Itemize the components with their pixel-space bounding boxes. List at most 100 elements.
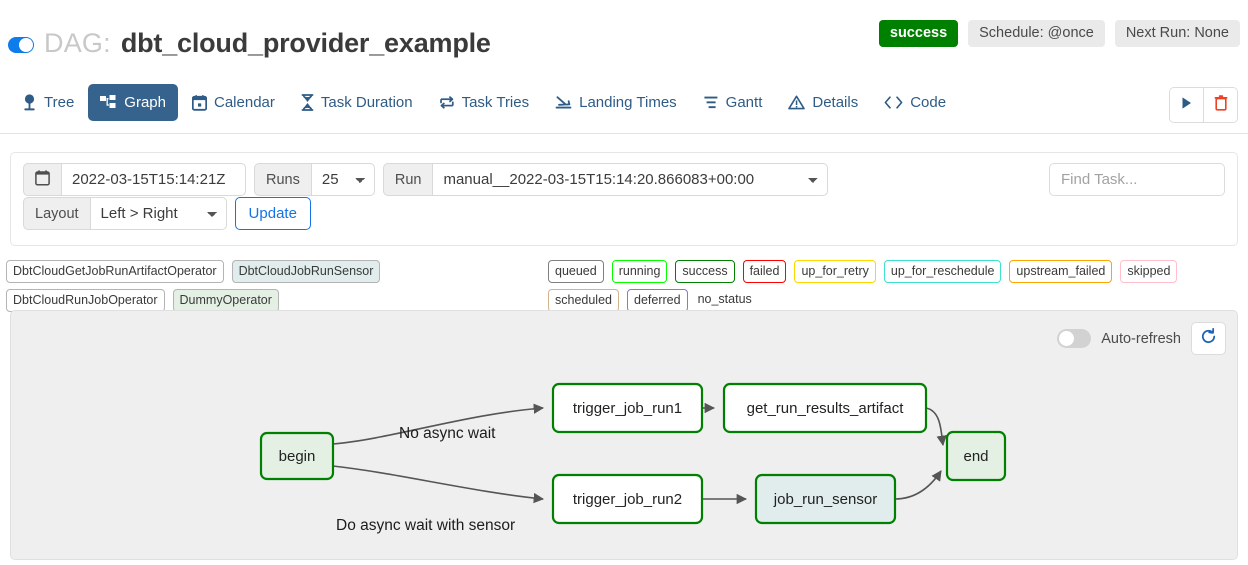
state-chip-scheduled[interactable]: scheduled xyxy=(548,289,619,312)
tab-calendar-label: Calendar xyxy=(214,94,275,111)
tab-task-tries-label: Task Tries xyxy=(461,94,530,111)
tab-tree[interactable]: Tree xyxy=(10,84,86,121)
state-chip-deferred[interactable]: deferred xyxy=(627,289,688,312)
state-chip-running[interactable]: running xyxy=(611,260,668,283)
tab-gantt-label: Gantt xyxy=(725,94,763,111)
tab-details[interactable]: Details xyxy=(776,84,870,121)
state-chip-queued[interactable]: queued xyxy=(548,260,604,283)
tab-graph[interactable]: Graph xyxy=(88,84,178,121)
layout-group: Layout Left > Right xyxy=(23,197,227,230)
page-header: DAG: dbt_cloud_provider_example success … xyxy=(0,0,1248,72)
auto-refresh-toggle[interactable] xyxy=(1057,329,1092,348)
dag-name: dbt_cloud_provider_example xyxy=(120,28,491,58)
graph-edge xyxy=(925,407,947,447)
state-chip-up-for-retry[interactable]: up_for_retry xyxy=(794,260,876,283)
state-chip-upstream-failed[interactable]: upstream_failed xyxy=(1009,260,1113,283)
schedule-badge[interactable]: Schedule: @once xyxy=(968,20,1105,47)
state-chip-up-for-reschedule[interactable]: up_for_reschedule xyxy=(883,260,1002,283)
tab-task-tries[interactable]: Task Tries xyxy=(427,84,542,121)
delete-dag-button[interactable] xyxy=(1203,88,1237,122)
trigger-dag-button[interactable] xyxy=(1170,88,1203,122)
view-tabs: Tree Graph Calendar Task Duration xyxy=(10,84,958,121)
run-label: Run xyxy=(382,163,433,196)
node-box[interactable] xyxy=(754,473,897,525)
node-box[interactable] xyxy=(551,382,704,434)
page-title: DAG: dbt_cloud_provider_example xyxy=(8,26,491,60)
tab-landing-times-label: Landing Times xyxy=(579,94,677,111)
tree-icon xyxy=(22,94,37,111)
filter-row-secondary: Layout Left > Right Update xyxy=(23,197,311,230)
run-group: Run manual__2022-03-15T15:14:20.866083+0… xyxy=(382,163,829,196)
landing-icon xyxy=(555,95,572,110)
state-chip-no-status[interactable]: no_status xyxy=(697,292,752,306)
graph-node-job-run-sensor[interactable]: job_run_sensor xyxy=(754,473,897,525)
tab-calendar[interactable]: Calendar xyxy=(180,84,287,121)
graph-node-begin[interactable]: begin xyxy=(259,431,335,481)
operator-chip[interactable]: DummyOperator xyxy=(172,289,279,312)
runs-select[interactable]: 25 xyxy=(310,163,375,196)
gantt-icon xyxy=(703,95,719,110)
graph-edge xyxy=(332,403,545,445)
graph-node-trigger-job-run2[interactable]: trigger_job_run2 xyxy=(551,473,704,525)
node-box[interactable] xyxy=(259,431,335,481)
tab-task-duration[interactable]: Task Duration xyxy=(289,84,425,121)
trash-icon xyxy=(1214,94,1228,116)
state-chip-success[interactable]: success xyxy=(675,260,735,283)
operator-chip[interactable]: DbtCloudJobRunSensor xyxy=(231,260,381,283)
tab-landing-times[interactable]: Landing Times xyxy=(543,84,689,121)
graph-icon xyxy=(100,95,117,110)
graph-edge-labels: No async wait Do async wait with sensor xyxy=(336,425,515,534)
tab-code-label: Code xyxy=(910,94,947,111)
node-label: get_run_results_artifact xyxy=(747,400,905,417)
base-date-group xyxy=(23,163,246,196)
runs-label: Runs xyxy=(254,163,311,196)
tab-tree-label: Tree xyxy=(44,94,75,111)
operator-chip[interactable]: DbtCloudGetJobRunArtifactOperator xyxy=(6,260,224,283)
node-label: trigger_job_run1 xyxy=(573,400,682,417)
graph-edges xyxy=(332,402,947,505)
state-chip-list: queued running success failed up_for_retry up… xyxy=(548,260,1244,312)
graph-node-get-run-results-artifact[interactable]: get_run_results_artifact xyxy=(722,382,928,434)
graph-canvas[interactable]: Auto-refresh No async wait Do async wait … xyxy=(10,310,1238,560)
next-run-badge[interactable]: Next Run: None xyxy=(1114,20,1240,47)
code-icon xyxy=(884,96,903,109)
dag-actions xyxy=(1169,87,1238,123)
graph-edge-label: No async wait xyxy=(399,425,496,442)
layout-select[interactable]: Left > Right xyxy=(89,197,227,230)
runs-group: Runs 25 xyxy=(254,163,375,196)
node-box[interactable] xyxy=(722,382,928,434)
operator-chip[interactable]: DbtCloudRunJobOperator xyxy=(6,289,165,312)
view-tabs-bar: Tree Graph Calendar Task Duration xyxy=(0,79,1248,134)
refresh-button[interactable] xyxy=(1191,322,1226,355)
base-date-input[interactable] xyxy=(61,163,246,196)
layout-label: Layout xyxy=(23,197,90,230)
graph-edge-label: Do async wait with sensor xyxy=(336,517,515,534)
status-badge[interactable]: success xyxy=(878,20,959,47)
state-chip-skipped[interactable]: skipped xyxy=(1120,260,1178,283)
tab-gantt[interactable]: Gantt xyxy=(691,84,775,121)
graph-node-end[interactable]: end xyxy=(945,430,1007,482)
update-button[interactable]: Update xyxy=(234,197,311,230)
node-box[interactable] xyxy=(945,430,1007,482)
run-select[interactable]: manual__2022-03-15T15:14:20.866083+00:00 xyxy=(432,163,829,196)
warning-icon xyxy=(788,95,806,110)
graph-node-trigger-job-run1[interactable]: trigger_job_run1 xyxy=(551,382,704,434)
node-label: begin xyxy=(279,448,316,465)
dag-label: DAG: xyxy=(44,28,111,58)
canvas-toolbar: Auto-refresh xyxy=(1057,322,1226,355)
node-label: job_run_sensor xyxy=(773,491,877,508)
tab-task-duration-label: Task Duration xyxy=(320,94,413,111)
state-chip-failed[interactable]: failed xyxy=(742,260,787,283)
find-task-input[interactable] xyxy=(1049,163,1225,196)
graph-edge xyxy=(894,470,942,500)
dag-pause-toggle[interactable] xyxy=(8,37,34,53)
calendar-icon xyxy=(35,169,50,190)
graph-nodes: begin trigger_job_run1 get_run_results_art… xyxy=(259,382,1007,525)
calendar-button[interactable] xyxy=(23,163,61,196)
node-label: end xyxy=(963,448,988,465)
tab-code[interactable]: Code xyxy=(872,84,958,121)
dag-graph[interactable]: No async wait Do async wait with sensor b… xyxy=(11,311,1237,559)
node-box[interactable] xyxy=(551,473,704,525)
